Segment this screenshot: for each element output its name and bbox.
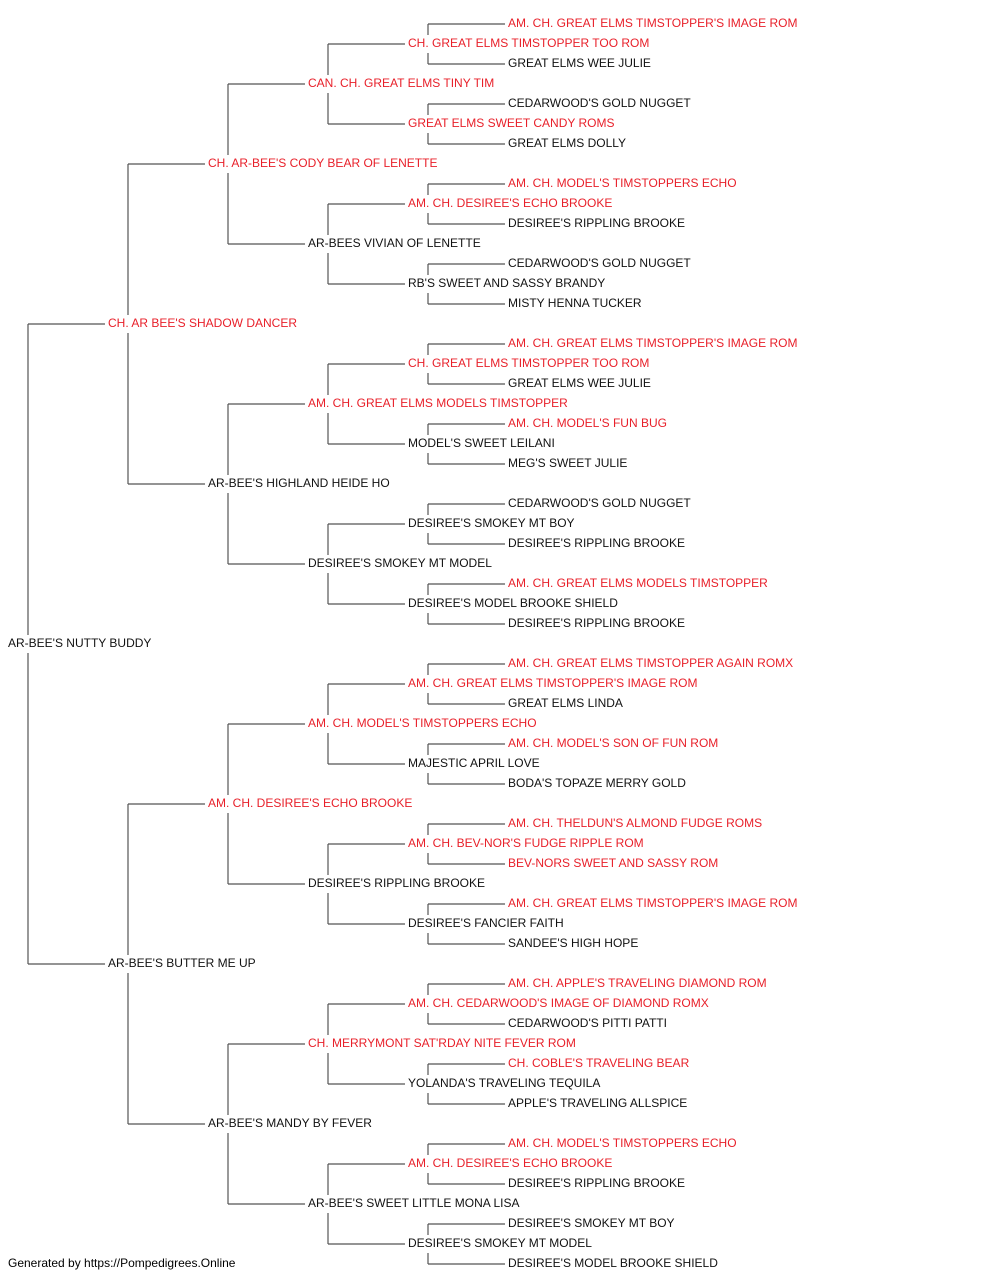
pedigree-name-root-s-s-d-d: RB'S SWEET AND SASSY BRANDY <box>408 276 605 290</box>
pedigree-name-root-d-s-s-d: MAJESTIC APRIL LOVE <box>408 756 540 770</box>
pedigree-name-root-s-d-s-d: MODEL'S SWEET LEILANI <box>408 436 555 450</box>
pedigree-name-root-s-s-s-s-s: AM. CH. GREAT ELMS TIMSTOPPER'S IMAGE RO… <box>508 16 797 30</box>
footer-credit: Generated by https://Pompedigrees.Online <box>8 1256 236 1270</box>
pedigree-name-root-d-s-s-s: AM. CH. GREAT ELMS TIMSTOPPER'S IMAGE RO… <box>408 676 697 690</box>
pedigree-name-root-s-d-s: AM. CH. GREAT ELMS MODELS TIMSTOPPER <box>308 396 568 410</box>
pedigree-name-root-s-s-d: AR-BEES VIVIAN OF LENETTE <box>308 236 481 250</box>
pedigree-name-root-s-s-d-d-s: CEDARWOOD'S GOLD NUGGET <box>508 256 691 270</box>
pedigree-name-root-d-d-d-s-d: DESIREE'S RIPPLING BROOKE <box>508 1176 685 1190</box>
pedigree-name-root-s-s-s-d: GREAT ELMS SWEET CANDY ROMS <box>408 116 614 130</box>
pedigree-name-root-d-s-d-s-d: BEV-NORS SWEET AND SASSY ROM <box>508 856 718 870</box>
pedigree-name-root-d-d-d: AR-BEE'S SWEET LITTLE MONA LISA <box>308 1196 519 1210</box>
pedigree-name-root-s-d-s-s-d: GREAT ELMS WEE JULIE <box>508 376 651 390</box>
pedigree-name-root-s-s-s-d-d: GREAT ELMS DOLLY <box>508 136 626 150</box>
pedigree-name-root-s-s-d-s: AM. CH. DESIREE'S ECHO BROOKE <box>408 196 612 210</box>
pedigree-name-root-s: CH. AR BEE'S SHADOW DANCER <box>108 316 297 330</box>
pedigree-name-root-d-s-s-d-d: BODA'S TOPAZE MERRY GOLD <box>508 776 686 790</box>
pedigree-name-root-s-d-d-d-s: AM. CH. GREAT ELMS MODELS TIMSTOPPER <box>508 576 768 590</box>
pedigree-name-root-d: AR-BEE'S BUTTER ME UP <box>108 956 256 970</box>
pedigree-name-root-d-s: AM. CH. DESIREE'S ECHO BROOKE <box>208 796 412 810</box>
pedigree-name-root-s-d-d-d: DESIREE'S MODEL BROOKE SHIELD <box>408 596 618 610</box>
pedigree-name-root-d-d-d-d: DESIREE'S SMOKEY MT MODEL <box>408 1236 592 1250</box>
pedigree-name-root-d-s-d-s: AM. CH. BEV-NOR'S FUDGE RIPPLE ROM <box>408 836 644 850</box>
pedigree-name-root-d-d-d-s: AM. CH. DESIREE'S ECHO BROOKE <box>408 1156 612 1170</box>
pedigree-name-root-d-s-s-s-s: AM. CH. GREAT ELMS TIMSTOPPER AGAIN ROMX <box>508 656 793 670</box>
pedigree-name-root-d-s-d: DESIREE'S RIPPLING BROOKE <box>308 876 485 890</box>
pedigree-name-root-d-s-s-s-d: GREAT ELMS LINDA <box>508 696 623 710</box>
pedigree-name-root-d-d-d-d-s: DESIREE'S SMOKEY MT BOY <box>508 1216 675 1230</box>
pedigree-name-root-d-d-s-d-s: CH. COBLE'S TRAVELING BEAR <box>508 1056 690 1070</box>
pedigree-name-root-s-d-d-s-s: CEDARWOOD'S GOLD NUGGET <box>508 496 691 510</box>
pedigree-name-root-d-s-d-s-s: AM. CH. THELDUN'S ALMOND FUDGE ROMS <box>508 816 762 830</box>
pedigree-name-root-s-s-s-d-s: CEDARWOOD'S GOLD NUGGET <box>508 96 691 110</box>
pedigree-name-root-d-s-d-d-d: SANDEE'S HIGH HOPE <box>508 936 638 950</box>
pedigree-name-root-d-d-s-s-d: CEDARWOOD'S PITTI PATTI <box>508 1016 667 1030</box>
pedigree-name-root-s-d: AR-BEE'S HIGHLAND HEIDE HO <box>208 476 390 490</box>
pedigree-name-root-s-d-d-s: DESIREE'S SMOKEY MT BOY <box>408 516 575 530</box>
pedigree-name-root-d-d: AR-BEE'S MANDY BY FEVER <box>208 1116 372 1130</box>
pedigree-name-root: AR-BEE'S NUTTY BUDDY <box>8 636 151 650</box>
pedigree-name-root-d-d-d-s-s: AM. CH. MODEL'S TIMSTOPPERS ECHO <box>508 1136 737 1150</box>
pedigree-name-root-s-s-s-s: CH. GREAT ELMS TIMSTOPPER TOO ROM <box>408 36 649 50</box>
pedigree-name-root-d-d-d-d-d: DESIREE'S MODEL BROOKE SHIELD <box>508 1256 718 1270</box>
pedigree-name-root-s-d-s-s: CH. GREAT ELMS TIMSTOPPER TOO ROM <box>408 356 649 370</box>
pedigree-name-root-s-s-d-s-d: DESIREE'S RIPPLING BROOKE <box>508 216 685 230</box>
pedigree-name-root-s-d-s-d-d: MEG'S SWEET JULIE <box>508 456 627 470</box>
pedigree-name-root-d-s-s-d-s: AM. CH. MODEL'S SON OF FUN ROM <box>508 736 718 750</box>
pedigree-name-root-s-s-d-d-d: MISTY HENNA TUCKER <box>508 296 642 310</box>
pedigree-name-root-d-s-d-d-s: AM. CH. GREAT ELMS TIMSTOPPER'S IMAGE RO… <box>508 896 797 910</box>
pedigree-name-root-d-d-s-d: YOLANDA'S TRAVELING TEQUILA <box>408 1076 600 1090</box>
pedigree-name-root-d-d-s-s-s: AM. CH. APPLE'S TRAVELING DIAMOND ROM <box>508 976 767 990</box>
pedigree-name-root-d-s-s: AM. CH. MODEL'S TIMSTOPPERS ECHO <box>308 716 537 730</box>
pedigree-name-root-s-d-d-s-d: DESIREE'S RIPPLING BROOKE <box>508 536 685 550</box>
pedigree-name-root-d-d-s-s: AM. CH. CEDARWOOD'S IMAGE OF DIAMOND ROM… <box>408 996 709 1010</box>
pedigree-name-root-s-s-s-s-d: GREAT ELMS WEE JULIE <box>508 56 651 70</box>
pedigree-name-root-s-d-d-d-d: DESIREE'S RIPPLING BROOKE <box>508 616 685 630</box>
pedigree-name-root-s-s: CH. AR-BEE'S CODY BEAR OF LENETTE <box>208 156 437 170</box>
pedigree-name-root-d-d-s: CH. MERRYMONT SAT'RDAY NITE FEVER ROM <box>308 1036 576 1050</box>
pedigree-name-root-s-d-s-s-s: AM. CH. GREAT ELMS TIMSTOPPER'S IMAGE RO… <box>508 336 797 350</box>
pedigree-name-root-d-d-s-d-d: APPLE'S TRAVELING ALLSPICE <box>508 1096 687 1110</box>
pedigree-name-root-s-s-d-s-s: AM. CH. MODEL'S TIMSTOPPERS ECHO <box>508 176 737 190</box>
pedigree-name-root-d-s-d-d: DESIREE'S FANCIER FAITH <box>408 916 564 930</box>
pedigree-name-root-s-d-d: DESIREE'S SMOKEY MT MODEL <box>308 556 492 570</box>
pedigree-name-root-s-d-s-d-s: AM. CH. MODEL'S FUN BUG <box>508 416 667 430</box>
pedigree-name-root-s-s-s: CAN. CH. GREAT ELMS TINY TIM <box>308 76 494 90</box>
